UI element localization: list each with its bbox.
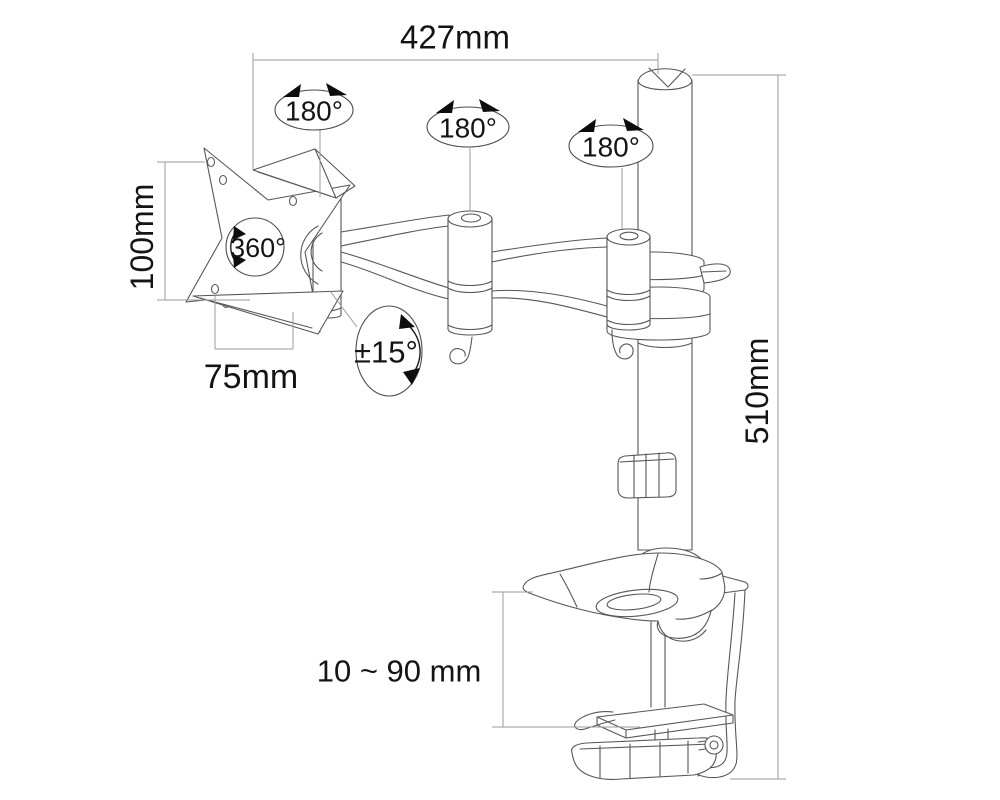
- vesa-rotation-label: 360°: [230, 233, 286, 263]
- arm-joint-3: [606, 228, 651, 360]
- tilt-arrow-icon: [403, 368, 420, 385]
- dim-plate-height-label: 100mm: [124, 184, 160, 291]
- vesa-rotation-badge: 360°: [225, 217, 286, 277]
- rotate-arrow-icon: [479, 99, 500, 112]
- cable-hook: [611, 329, 634, 360]
- swivel-badge-1: 180°: [274, 83, 354, 197]
- arm-joint-2: [447, 210, 493, 365]
- swivel-2-label: 180°: [439, 113, 497, 144]
- swivel-badge-2: 180°: [426, 99, 510, 211]
- rotate-arrow-icon: [623, 118, 644, 131]
- tilt-range-label: ±15°: [354, 335, 418, 370]
- rotate-arrow-icon: [578, 119, 596, 132]
- arm-link-2: [491, 237, 608, 318]
- dimension-arm-reach: 427mm: [252, 19, 659, 170]
- dimension-pole-height: 510mm: [692, 74, 786, 780]
- dim-pole-height-label: 510mm: [739, 338, 775, 445]
- collar-lever: [699, 263, 731, 284]
- arm-link-1: [340, 214, 450, 300]
- dim-arm-reach-label: 427mm: [400, 19, 510, 56]
- rotate-arrow-icon: [233, 254, 246, 268]
- dimension-plate-height: 100mm: [124, 161, 250, 301]
- dimension-clamp-range: 10 ~ 90 mm: [317, 591, 640, 728]
- dim-plate-width-label: 75mm: [204, 358, 298, 396]
- tilt-mechanism: [300, 225, 323, 285]
- tilt-bracket: [192, 148, 356, 335]
- dimension-plate-width: 75mm: [204, 296, 298, 396]
- cable-clip: [617, 452, 677, 499]
- tilt-badge: ±15°: [329, 290, 423, 397]
- rotate-arrow-icon: [233, 226, 246, 240]
- swivel-3-label: 180°: [582, 132, 640, 163]
- tilt-arrow-icon: [399, 314, 415, 329]
- clamp-platform: [574, 703, 734, 743]
- clamp-pad: [571, 737, 718, 780]
- swivel-badge-3: 180°: [568, 118, 654, 229]
- swivel-1-label: 180°: [285, 96, 343, 127]
- top-clamp-arm: [522, 552, 726, 642]
- release-hook: [574, 711, 616, 731]
- cable-hook: [449, 336, 473, 365]
- dim-clamp-range-label: 10 ~ 90 mm: [317, 654, 482, 689]
- clamp-knob: [697, 735, 724, 755]
- rotate-arrow-icon: [436, 100, 454, 113]
- rotate-arrow-icon: [283, 84, 301, 97]
- rotate-arrow-icon: [326, 83, 347, 96]
